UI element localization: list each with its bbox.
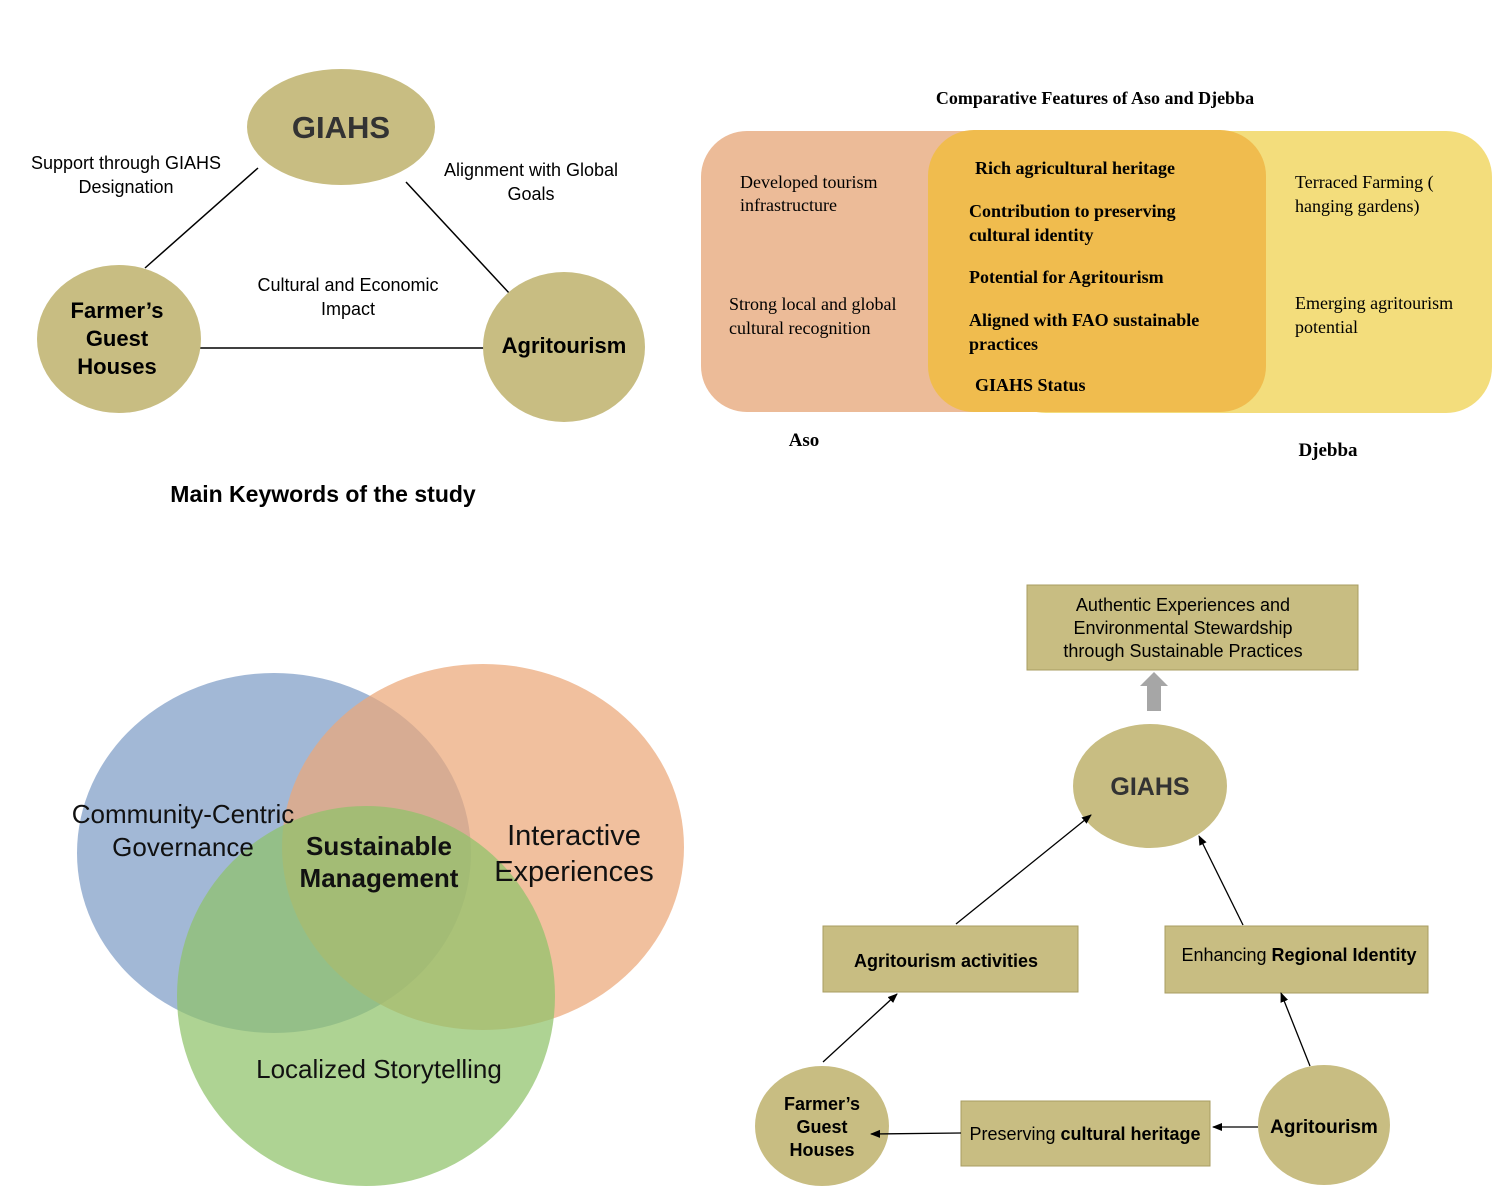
agritourism-activities-label: Agritourism activities (854, 951, 1038, 971)
agritourism-activities-box (822, 925, 1079, 993)
giahs-node-label: GIAHS (292, 110, 390, 145)
arrow-farmers-to-activities (822, 993, 898, 1063)
flow-agritourism-node (1258, 1065, 1390, 1185)
flow-farmers-label-line2: Guest (796, 1117, 847, 1137)
venn-panel: Community-Centric Governance Interactive… (72, 664, 684, 1186)
flow-farmers-guest-houses-node (755, 1066, 889, 1186)
farmers-node-label-line1: Farmer’s (71, 298, 164, 323)
aso-item-1-line1: Developed tourism (740, 172, 877, 192)
arrow-agritourism-to-regional (1280, 992, 1311, 1067)
arrow-regional-to-giahs (1198, 835, 1244, 926)
shared-item-1: Rich agricultural heritage (975, 158, 1175, 178)
regional-identity-label: Enhancing Regional Identity (1181, 945, 1416, 965)
alignment-edge-label-line1: Alignment with Global (444, 160, 618, 180)
keywords-panel: GIAHS Farmer’s Guest Houses Agritourism … (31, 69, 645, 507)
preserving-heritage-prefix: Preserving (969, 1124, 1060, 1144)
djebba-item-2-line2: potential (1295, 317, 1358, 337)
sustainable-management-label-line1: Sustainable (306, 831, 452, 861)
flow-giahs-label: GIAHS (1110, 773, 1189, 801)
aso-item-1-line2: infrastructure (740, 195, 837, 215)
up-block-arrow (1140, 672, 1168, 711)
authentic-experiences-box (1026, 584, 1359, 671)
regional-identity-bold: Regional Identity (1272, 945, 1417, 965)
regional-identity-box (1164, 925, 1429, 994)
community-label-line2: Governance (112, 832, 254, 862)
aso-item-2-line1: Strong local and global (729, 294, 896, 314)
edge-giahs-farmers (144, 167, 259, 269)
comparison-panel: Comparative Features of Aso and Djebba D… (701, 88, 1492, 461)
preserving-heritage-box (960, 1100, 1211, 1167)
farmers-node-label-line3: Houses (77, 354, 156, 379)
djebba-label: Djebba (1298, 440, 1358, 461)
agritourism-node-label: Agritourism (502, 333, 627, 358)
alignment-edge-label-line2: Goals (507, 184, 554, 204)
giahs-node (247, 69, 435, 185)
preserving-heritage-bold: cultural heritage (1061, 1124, 1201, 1144)
flow-giahs-node (1073, 724, 1227, 848)
arrow-preserving-to-farmers (870, 1129, 962, 1138)
aso-label: Aso (789, 430, 820, 451)
farmers-guest-houses-node (37, 265, 201, 413)
djebba-item-1-line2: hanging gardens) (1295, 196, 1419, 217)
shared-item-3: Potential for Agritourism (969, 267, 1164, 287)
cultural-edge-label-line1: Cultural and Economic (257, 275, 438, 295)
farmers-node-label-line2: Guest (86, 326, 149, 351)
preserving-heritage-label: Preserving cultural heritage (969, 1124, 1200, 1144)
flow-farmers-label-line1: Farmer’s (784, 1094, 860, 1114)
agritourism-node (483, 272, 645, 422)
authentic-experiences-line3: through Sustainable Practices (1063, 641, 1302, 661)
support-edge-label-line1: Support through GIAHS (31, 153, 221, 173)
support-edge-label-line2: Designation (78, 177, 173, 197)
cultural-edge-label-line2: Impact (321, 299, 375, 319)
arrow-activities-to-giahs (955, 814, 1092, 925)
djebba-item-1-line1: Terraced Farming ( (1295, 172, 1434, 193)
authentic-experiences-line2: Environmental Stewardship (1073, 618, 1292, 638)
shared-item-2-line2: cultural identity (969, 225, 1094, 245)
shared-item-4-line1: Aligned with FAO sustainable (969, 310, 1199, 330)
localized-storytelling-circle (177, 806, 555, 1186)
storytelling-label: Localized Storytelling (256, 1054, 502, 1084)
djebba-item-2-line1: Emerging agritourism (1295, 293, 1453, 313)
authentic-experiences-line1: Authentic Experiences and (1076, 595, 1290, 615)
sustainable-management-label-line2: Management (300, 863, 459, 893)
interactive-label-line1: Interactive (507, 820, 641, 852)
community-label-line1: Community-Centric (72, 799, 295, 829)
interactive-label-line2: Experiences (494, 856, 654, 888)
shared-region (928, 130, 1266, 412)
aso-item-2-line2: cultural recognition (729, 318, 870, 338)
regional-identity-prefix: Enhancing (1181, 945, 1271, 965)
comparison-title: Comparative Features of Aso and Djebba (936, 88, 1254, 108)
shared-item-2-line1: Contribution to preserving (969, 201, 1176, 221)
keywords-caption: Main Keywords of the study (170, 481, 476, 507)
shared-item-4-line2: practices (969, 334, 1038, 354)
flow-agritourism-label: Agritourism (1270, 1117, 1378, 1138)
flow-panel: Authentic Experiences and Environmental … (755, 584, 1429, 1186)
edge-giahs-agritourism (405, 181, 511, 295)
flow-farmers-label-line3: Houses (789, 1140, 854, 1160)
shared-item-5: GIAHS Status (975, 375, 1086, 395)
